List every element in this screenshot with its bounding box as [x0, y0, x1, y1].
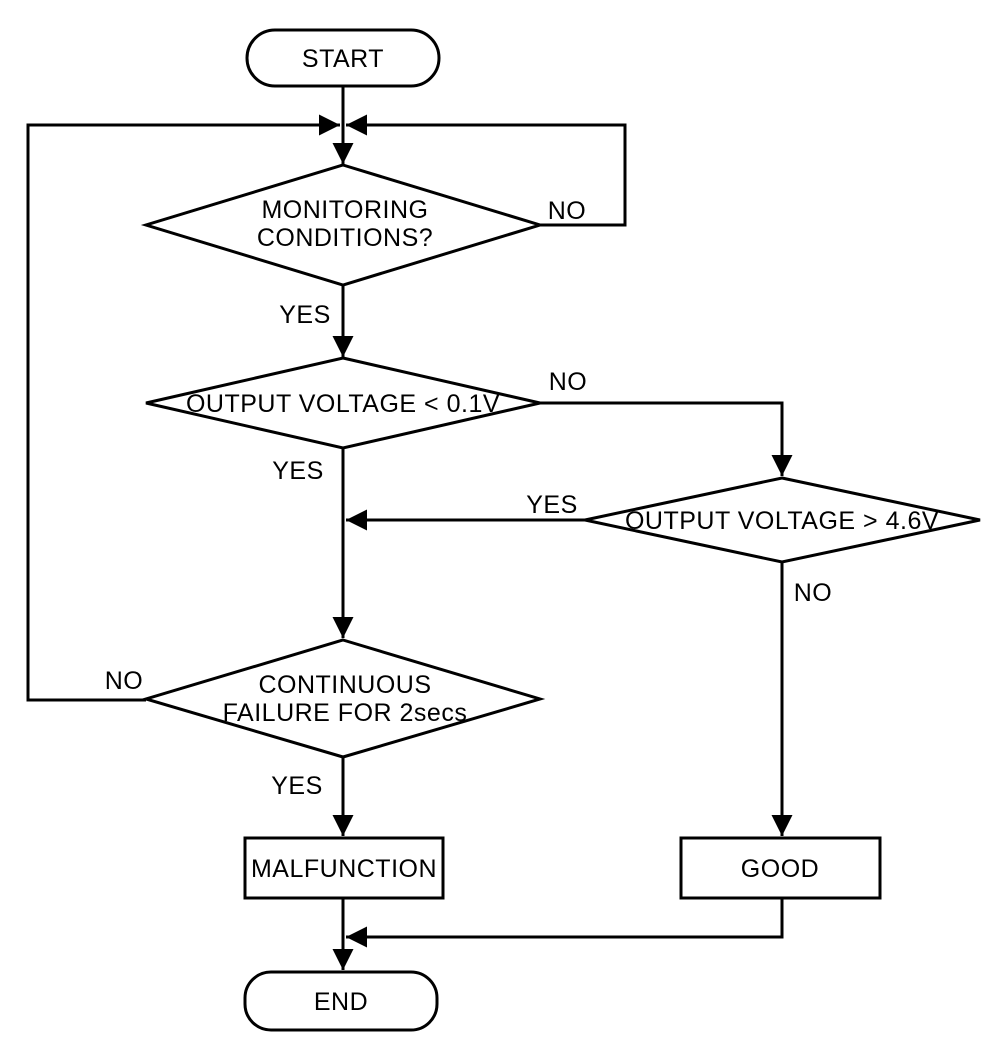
edge-label-high-yes: YES — [526, 491, 578, 519]
node-malfunction: MALFUNCTION — [243, 836, 445, 900]
node-end: END — [243, 970, 439, 1032]
edge-label-high-no: NO — [794, 579, 833, 607]
edge-label-continuous-no: NO — [105, 667, 144, 695]
node-output-voltage-high: OUTPUT VOLTAGE > 4.6V — [584, 476, 981, 564]
output-high-decision-shape — [584, 476, 981, 564]
continuous-label-line2: FAILURE FOR 2secs — [223, 699, 468, 727]
malfunction-process-shape — [243, 836, 445, 900]
edge-good-to-merge — [346, 898, 784, 948]
malfunction-label: MALFUNCTION — [251, 855, 437, 883]
node-monitoring-conditions: MONITORING CONDITIONS? — [140, 163, 546, 287]
monitoring-label-line2: CONDITIONS? — [257, 224, 433, 252]
edge-continuous-no-loop — [26, 114, 340, 702]
continuous-label-line1: CONTINUOUS — [258, 671, 431, 699]
continuous-decision-shape — [140, 638, 546, 759]
edge-label-monitoring-no: NO — [548, 197, 587, 225]
output-low-label: OUTPUT VOLTAGE < 0.1V — [186, 390, 500, 418]
good-label: GOOD — [741, 855, 819, 883]
node-output-voltage-low: OUTPUT VOLTAGE < 0.1V — [145, 356, 541, 450]
edge-low-no — [540, 401, 793, 476]
monitoring-decision-shape — [140, 163, 546, 287]
start-terminator-shape — [245, 28, 441, 88]
good-process-shape — [679, 836, 882, 900]
start-label: START — [302, 45, 384, 73]
edges — [26, 86, 793, 970]
edge-label-continuous-yes: YES — [271, 772, 323, 800]
node-start: START — [245, 28, 441, 88]
edge-label-monitoring-yes: YES — [279, 301, 331, 329]
end-terminator-shape — [243, 970, 439, 1032]
node-continuous-failure: CONTINUOUS FAILURE FOR 2secs — [140, 638, 546, 759]
edge-label-low-no: NO — [549, 368, 588, 396]
output-high-label: OUTPUT VOLTAGE > 4.6V — [625, 507, 939, 535]
end-label: END — [314, 988, 368, 1016]
monitoring-label-line1: MONITORING — [261, 196, 428, 224]
edge-monitoring-no-loop — [346, 114, 627, 227]
edge-labels: NO YES NO YES YES NO NO YES — [105, 197, 833, 800]
edge-label-low-yes: YES — [272, 457, 324, 485]
node-good: GOOD — [679, 836, 882, 900]
output-low-decision-shape — [145, 356, 541, 450]
